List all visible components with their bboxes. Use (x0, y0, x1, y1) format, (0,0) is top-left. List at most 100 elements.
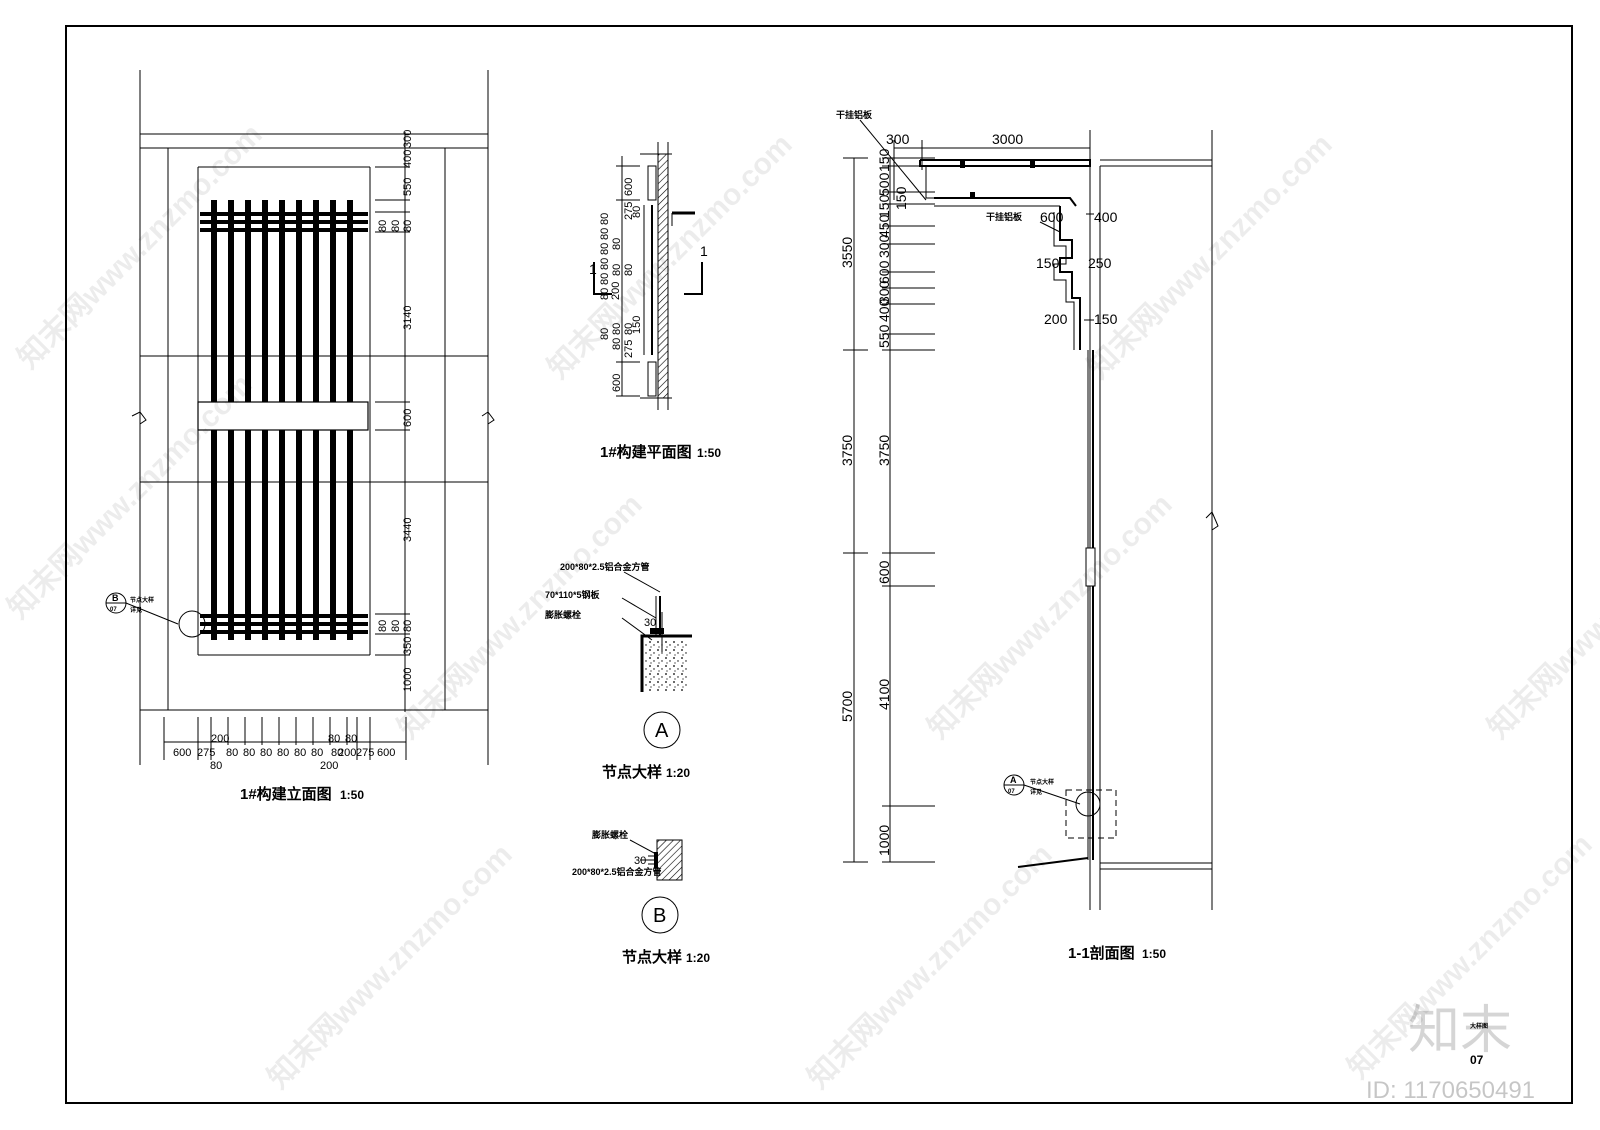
elevation-view: 300 400 550 3140 600 3440 350 1000 80 80… (105, 70, 495, 803)
section-dim-inner-5: 300 (876, 234, 892, 258)
elev-dim-r-small-1: 80 (402, 220, 414, 232)
section-dim-inner-13: 1000 (876, 825, 892, 856)
sheet-border (65, 25, 1573, 1104)
section-dim-outer-1: 3750 (839, 435, 855, 466)
detail-b-title: 节点大样 (622, 948, 682, 966)
section-dim-r-0: 600 (1040, 209, 1064, 225)
plan-inner-2: 80 (611, 264, 623, 276)
detail-a-id: A (655, 720, 669, 742)
plan-dim-3: 80 (599, 213, 611, 225)
detail-b-dim: 30 (634, 855, 646, 867)
detail-a-dim: 30 (644, 617, 656, 629)
elev-callout-id: B (112, 593, 119, 603)
watermark-text: 知末网www.znzmo.com (542, 128, 799, 385)
section-view: 300 3000 干挂铝板 干挂铝板 3550 3750 5700 150 50… (836, 109, 1219, 962)
elev-dim-b-11: 80 (331, 747, 343, 759)
elev-dim-r-6: 350 (402, 637, 414, 655)
section-detail-circle (1075, 791, 1101, 817)
section-dim-inner-6: 600 (876, 260, 892, 284)
plan-view: 600 275 200 80 80 80 80 80 80 80 80 275 … (589, 142, 721, 461)
detail-a-note-1: 200*80*2.5铝合金方管 (560, 561, 650, 572)
plan-dim-6: 80 (599, 258, 611, 270)
plan-dim-4: 80 (599, 228, 611, 240)
elev-dim-b-8: 80 (311, 747, 323, 759)
plan-dim-12: 600 (611, 374, 623, 392)
watermark-id: ID: 1170650491 (1366, 1077, 1535, 1104)
plan-inner-3: 80 (623, 264, 635, 276)
elev-dim-r-small-2: 80 (390, 620, 402, 632)
plan-title: 1#构建平面图 (600, 443, 692, 461)
plan-inner-6: 150 (631, 316, 643, 334)
detail-b-view: 膨胀螺栓 200*80*2.5铝合金方管 30 B 节点大样 1:20 (572, 829, 710, 966)
elev-dim-b-4: 80 (243, 747, 255, 759)
watermark-text: 知末网www.znzmo.com (922, 488, 1179, 745)
section-dim-r-2: 150 (1036, 255, 1060, 271)
watermark-logo: 知末 (1408, 1002, 1512, 1060)
elev-scale: 1:50 (340, 788, 364, 802)
section-label-mid: 干挂铝板 (986, 211, 1023, 222)
section-dim-top-0: 300 (886, 131, 910, 147)
elev-dim-b-10: 80 (345, 733, 357, 745)
section-title: 1-1剖面图 (1068, 944, 1135, 962)
section-callout-label-1: 节点大样 (1030, 778, 1054, 786)
section-callout-label-2: 详见 (1030, 788, 1042, 796)
section-label-top: 干挂铝板 (836, 109, 873, 120)
elev-dim-r-5: 3440 (402, 518, 414, 542)
plan-section-mark-left: 1 (589, 261, 597, 277)
detail-a-id-circle (643, 711, 681, 749)
elev-dim-b2-0: 80 (210, 760, 222, 772)
section-dim-inner-1: 500 (876, 172, 892, 196)
elev-dim-b-12: 200 (338, 747, 356, 759)
plan-scale: 1:50 (697, 446, 721, 460)
watermark-text: 知末网www.znzmo.com (392, 488, 649, 745)
section-dim-inner-7: 300 (876, 280, 892, 304)
section-dim-r-4: 200 (1044, 311, 1068, 327)
plan-dim-7: 80 (599, 273, 611, 285)
section-callout-id: A (1010, 775, 1017, 785)
elev-dim-b-14: 600 (377, 747, 395, 759)
section-dim-inner-12: 4100 (876, 679, 892, 710)
section-dim-outer-0: 3550 (839, 237, 855, 268)
section-dim-r-3: 250 (1088, 255, 1112, 271)
section-callout-sheet: 07 (1008, 789, 1015, 795)
detail-a-title: 节点大样 (602, 763, 662, 781)
watermark-text: 知末网www.znzmo.com (1482, 488, 1600, 745)
elev-dim-b-7: 80 (294, 747, 306, 759)
section-dim-inner-9: 550 (876, 324, 892, 348)
elev-callout-label-2: 详见 (130, 606, 142, 614)
plan-dim-11: 275 (623, 340, 635, 358)
plan-inner-0: 80 (631, 206, 643, 218)
section-dim-inner-4: 450 (876, 214, 892, 238)
section-dim-inner-8: 400 (876, 298, 892, 322)
section-dim-inner-3: 150 (876, 194, 892, 218)
sheet-number: 07 (1470, 1053, 1484, 1067)
elev-dim-b-1: 275 (197, 747, 215, 759)
section-dim-r-1: 400 (1094, 209, 1118, 225)
plan-section-mark-right: 1 (700, 243, 708, 259)
elev-dim-r-1: 400 (402, 150, 414, 168)
section-dim-inner-10: 3750 (876, 435, 892, 466)
elev-dim-r-small-5: 80 (377, 620, 389, 632)
elev-dim-b-0: 600 (173, 747, 191, 759)
section-dim-inner-11: 600 (876, 560, 892, 584)
plan-inner-5: 80 (623, 323, 635, 335)
elev-dim-b-3: 80 (226, 747, 238, 759)
plan-dim-0: 600 (623, 178, 635, 196)
plan-dim-2: 200 (610, 282, 622, 300)
watermark-text: 知末网www.znzmo.com (802, 838, 1059, 1095)
plan-inner-4: 80 (611, 323, 623, 335)
section-detail-box (1065, 789, 1117, 839)
detail-b-id-circle (641, 896, 679, 934)
elev-dim-r-0: 300 (402, 130, 414, 148)
elev-dim-r-small-4: 80 (377, 220, 389, 232)
elev-dim-r-small-3: 80 (402, 620, 414, 632)
detail-b-scale: 1:20 (686, 951, 710, 965)
elev-dim-r-7: 1000 (402, 668, 414, 692)
elev-callout-sheet: 07 (110, 607, 117, 613)
detail-b-note-1: 膨胀螺栓 (591, 829, 628, 840)
section-dim-inner-2: 150 (893, 186, 909, 210)
watermark-text: 知末网www.znzmo.com (262, 838, 519, 1095)
section-scale: 1:50 (1142, 947, 1166, 961)
section-dim-r-5: 150 (1094, 311, 1118, 327)
